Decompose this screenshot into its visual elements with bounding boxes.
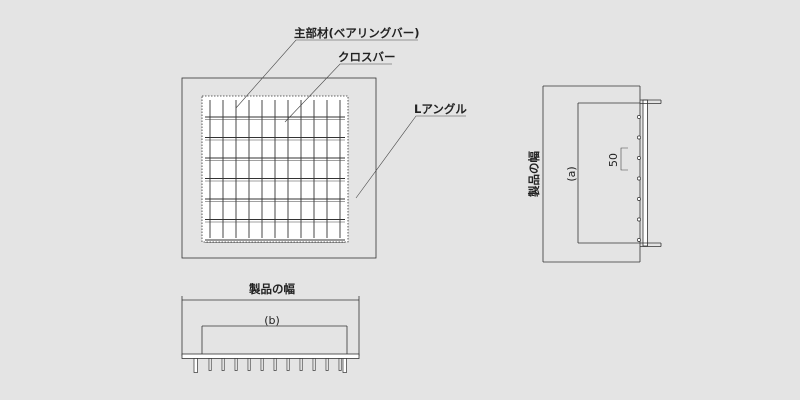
- product-width-label-bottom: 製品の幅: [248, 282, 295, 296]
- side-view: [542, 85, 662, 263]
- main-bar-label: 主部材(ベアリングバー): [294, 26, 420, 40]
- cross-bar-end: [637, 217, 641, 222]
- cross-bar-end: [637, 156, 641, 160]
- cross-bar-end: [637, 238, 641, 242]
- cross-bar-end: [637, 115, 641, 119]
- cross-bars: [205, 116, 345, 243]
- bearing-bar-end: [221, 358, 225, 371]
- bearing-bar-ends: [193, 358, 347, 373]
- bearing-bar-end: [299, 358, 303, 371]
- cross-bar-end: [637, 197, 641, 201]
- main-bar-leader: [235, 39, 418, 109]
- bearing-bar-end: [286, 358, 290, 371]
- angle-leg-right: [342, 358, 347, 373]
- front-view: [181, 77, 377, 259]
- main-bars: [209, 100, 341, 238]
- cross-bar-end: [637, 176, 641, 181]
- l-angle-label: Lアングル: [414, 102, 467, 116]
- cross-bar-leader: [284, 63, 392, 123]
- cross-bar-end: [637, 135, 641, 140]
- bearing-bar-end: [338, 358, 342, 371]
- bearing-bar-end: [234, 358, 238, 371]
- bearing-bar-end: [247, 358, 251, 371]
- dimension-b-label: (b): [264, 314, 280, 327]
- l-angle-flange: [181, 353, 360, 359]
- bearing-bar-end: [312, 358, 316, 371]
- l-angle-leader: [355, 115, 466, 199]
- dimension-a-label: (a): [565, 166, 578, 181]
- edge-view-bottom: [181, 296, 360, 373]
- l-angle-frame: [181, 77, 377, 259]
- leader-lines: [235, 39, 466, 199]
- bearing-bar-end: [208, 358, 212, 371]
- product-width-label-side: 製品の幅: [527, 151, 541, 198]
- pitch-dimension: [620, 147, 628, 171]
- angle-leg-left: [193, 358, 198, 373]
- side-bar-body: [642, 99, 648, 247]
- bearing-bar-end: [260, 358, 264, 371]
- bearing-bar-end: [325, 358, 329, 371]
- pitch-label: 50: [607, 153, 620, 167]
- cross-bar-ends: [637, 115, 641, 242]
- cross-bar-label: クロスバー: [338, 50, 396, 64]
- bearing-bar-end: [273, 358, 277, 371]
